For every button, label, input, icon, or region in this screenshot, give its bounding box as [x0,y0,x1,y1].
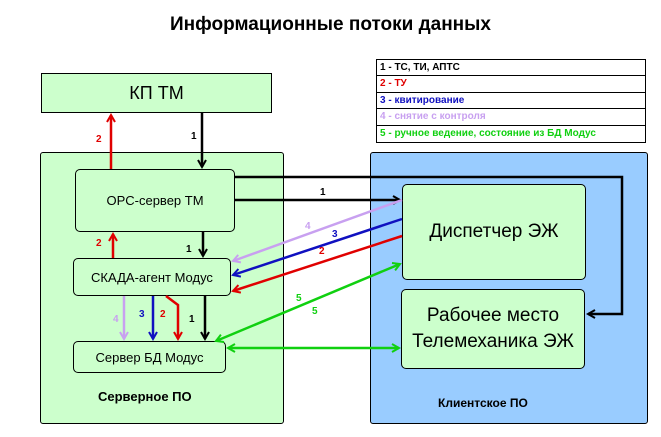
legend-item-2: 2 - ТУ [377,76,645,93]
label-opc-to-dispatcher: 1 [320,187,326,198]
label-opc-to-kp: 2 [96,134,102,145]
label-agent-to-opc: 2 [96,238,102,249]
legend-item-5: 5 - ручное ведение, состояние из БД Моду… [380,127,596,139]
label-dispatcher-to-agent-2: 2 [319,246,325,257]
kp-tm-node: КП ТМ [41,73,272,113]
legend-item-4: 4 - снятие с контроля [377,109,645,126]
legend: 1 - ТС, ТИ, АПТС 2 - ТУ 3 - квитирование… [376,59,646,143]
label-dispatcher-db-5-a: 5 [296,293,302,304]
scada-agent-node: СКАДА-агент Модус [73,258,231,296]
legend-item-3: 3 - квитирование [377,93,645,110]
label-dispatcher-to-agent-4: 4 [305,221,311,232]
opc-server-node: OPC-сервер ТМ [75,169,235,232]
arrow-dispatcher-to-agent-4 [233,198,403,261]
label-agent-to-db-2: 2 [160,309,166,320]
arrow-agent-to-db-2 [165,295,178,339]
label-kp-to-opc: 1 [191,131,197,142]
arrow-opc-to-workstation [235,175,624,314]
label-agent-to-db-1: 1 [189,314,195,325]
label-dispatcher-to-agent-3: 3 [332,229,338,240]
workstation-node: Рабочее место Телемеханика ЭЖ [401,289,585,369]
label-agent-to-db-4: 4 [113,314,119,325]
label-agent-to-db-3: 3 [139,309,145,320]
arrow-dispatcher-to-agent-3 [233,217,403,275]
diagram-title: Информационные потоки данных [170,14,491,35]
arrow-dispatcher-db-5 [216,264,400,341]
arrow-dispatcher-to-agent-2 [233,234,403,291]
dispatcher-node: Диспетчер ЭЖ [402,184,586,280]
client-panel-label: Клиентское ПО [438,396,528,410]
db-server-node: Сервер БД Модус [73,341,226,373]
legend-item-1: 1 - ТС, ТИ, АПТС [377,60,645,77]
label-dispatcher-db-5-b: 5 [312,306,318,317]
label-opc-to-agent: 1 [186,244,192,255]
server-panel-label: Серверное ПО [98,389,192,404]
